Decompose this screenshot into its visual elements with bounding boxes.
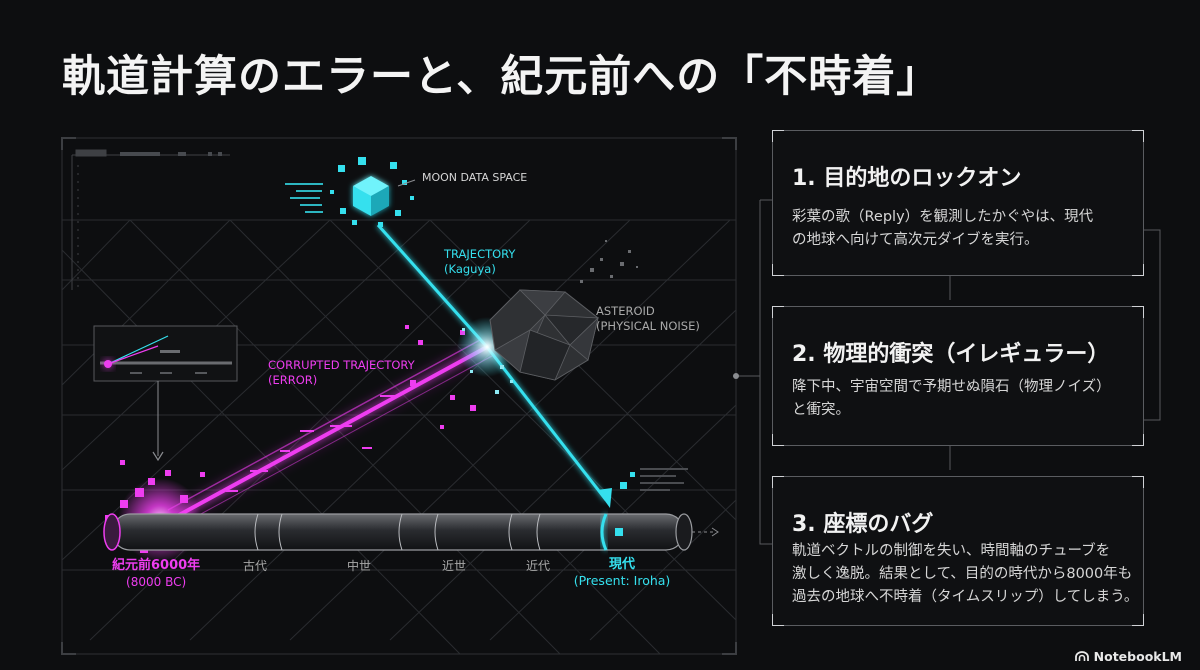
trajectory-label: TRAJECTORY (Kaguya)	[444, 247, 516, 276]
moon-data-space-label: MOON DATA SPACE	[422, 171, 528, 184]
moon-cube	[353, 176, 389, 216]
era-label-early-modern: 近世	[442, 559, 467, 573]
time-tube	[103, 513, 719, 551]
era-label-modern: 近代	[526, 559, 551, 573]
step-card-3: 3. 座標のバグ 軌道ベクトルの制御を失い、時間軸のチューブを 激しく逸脱。結果…	[772, 476, 1144, 626]
present-particles	[620, 472, 635, 489]
card-3-body: 軌道ベクトルの制御を失い、時間軸のチューブを 激しく逸脱。結果として、目的の時代…	[792, 543, 1139, 605]
card-2-body: 降下中、宇宙空間で予期せぬ隕石（物理ノイズ） と衝突。	[792, 379, 1111, 418]
moon-label-leader	[397, 179, 416, 187]
bc-6000-label: 紀元前6000年 (8000 BC)	[112, 558, 201, 589]
notebooklm-logo-icon	[1074, 651, 1089, 661]
era-label-medieval: 中世	[347, 559, 372, 573]
moon-hud	[285, 183, 323, 213]
moon-particles	[330, 157, 414, 227]
card-frame	[772, 130, 1144, 276]
card-frame	[772, 476, 1144, 626]
step-card-1: 1. 目的地のロックオン 彩葉の歌（Reply）を観測したかぐやは、現代 の地球…	[772, 130, 1144, 276]
card-1-title: 1. 目的地のロックオン	[792, 166, 1022, 191]
corrupted-trajectory-label: CORRUPTED TRAJECTORY (ERROR)	[268, 358, 415, 387]
inset-chart	[93, 325, 238, 382]
era-label-ancient: 古代	[243, 559, 268, 573]
grid-decor-dots	[120, 152, 222, 156]
present-label: 現代 (Present: Iroha)	[573, 557, 671, 588]
asteroid-debris	[580, 240, 638, 283]
asteroid-label: ASTEROID (PHYSICAL NOISE)	[596, 304, 700, 333]
grid-floor	[62, 219, 736, 654]
card-1-body: 彩葉の歌（Reply）を観測したかぐやは、現代 の地球へ向けて高次元ダイブを実行…	[792, 209, 1094, 248]
corrupted-trajectory-line	[167, 339, 493, 529]
notebooklm-brand: NotebookLM	[1074, 649, 1182, 664]
page-title: 軌道計算のエラーと、紀元前への「不時着」	[62, 52, 941, 102]
present-hud	[640, 468, 688, 491]
asteroid	[489, 289, 599, 381]
card-2-title: 2. 物理的衝突（イレギュラー）	[792, 342, 1110, 367]
step-card-2: 2. 物理的衝突（イレギュラー） 降下中、宇宙空間で予期せぬ隕石（物理ノイズ） …	[772, 306, 1144, 446]
trajectory-arrowhead	[597, 488, 612, 508]
card-3-title: 3. 座標のバグ	[792, 512, 934, 537]
card-frame	[772, 306, 1144, 446]
card-connectors	[736, 199, 1161, 545]
brand-label: NotebookLM	[1093, 649, 1182, 664]
